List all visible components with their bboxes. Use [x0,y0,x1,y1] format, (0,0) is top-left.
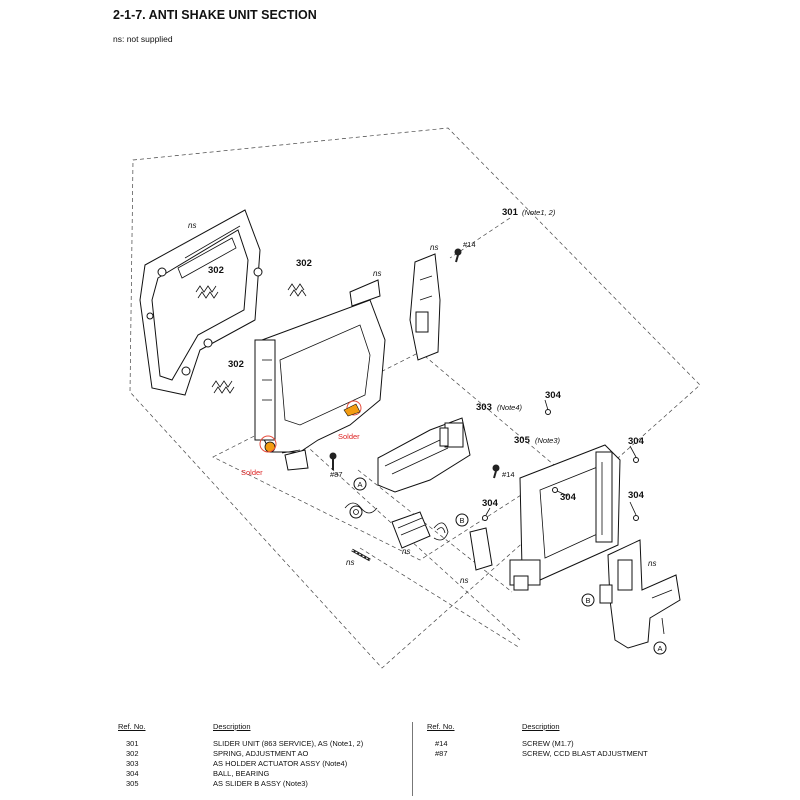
ns-label-back-frame: ns [188,221,196,230]
ns-label-pin: ns [346,558,354,567]
section-title: 2-1-7. ANTI SHAKE UNIT SECTION [113,8,317,22]
slider-b-305-part [509,444,621,591]
callout-302-b: 302 [296,258,312,269]
ball-bearing-304-left [482,515,488,521]
svg-text:B: B [585,596,590,605]
callout-302-c: 302 [228,359,244,370]
description-header: Description [522,722,560,731]
callout-301-note: (Note1, 2) [522,208,556,217]
screw-14-mid [492,464,500,479]
bottom-bracket-part [599,539,681,649]
callout-304-a: 304 [545,390,562,401]
callout-305: 305 [514,435,531,446]
ref-no-header: Ref. No. [118,722,146,731]
table-divider [412,722,413,796]
ball-bearing-304-top [545,409,551,415]
coil-part [344,502,378,519]
callout-304-d: 304 [628,490,645,501]
marker-a-top [353,477,367,491]
callout-304-e: 304 [482,498,499,509]
solder-label-lower: Solder [241,468,263,477]
callout-14-mid: #14 [502,470,515,479]
callout-301: 301 [502,207,519,218]
exploded-diagram: A B B A 301 (Note1, 2) 302 302 302 303 (… [129,127,701,669]
callout-303: 303 [476,402,492,413]
ns-label-center-frame: ns [373,269,381,278]
holder-actuator-303-part [377,417,471,493]
marker-b-left [455,513,469,527]
callout-305-note: (Note3) [535,436,561,445]
ns-label-bottom-bracket: ns [648,559,656,568]
solder-label-upper: Solder [338,432,360,441]
callout-303-note: (Note4) [497,403,523,412]
right-bracket-part [409,253,441,361]
magnet-part [391,511,431,549]
ball-bearing-304-right-top [633,457,639,463]
callout-14-top: #14 [463,240,476,249]
spring-302-top-left [195,285,219,299]
spring-clip-part [433,522,449,541]
small-bracket-part [469,527,493,571]
svg-text:B: B [459,516,464,525]
pin-part [351,548,371,562]
description-header: Description [213,722,251,731]
ns-label-right-bracket: ns [430,243,438,252]
callout-302-a: 302 [208,265,224,276]
ns-legend-note: ns: not supplied [113,34,173,44]
spring-302-lower [211,380,235,394]
callout-304-c: 304 [560,492,577,503]
ns-label-small-bracket: ns [460,576,468,585]
marker-a-bottom [653,641,667,655]
svg-text:A: A [657,644,662,653]
ref-no-header: Ref. No. [427,722,455,731]
svg-text:A: A [357,480,362,489]
screw-14-top [454,248,462,263]
back-frame-part [139,209,263,396]
ball-bearing-304-right-low [633,515,639,521]
callout-304-b: 304 [628,436,645,447]
ball-bearing-304-centre [552,487,558,493]
spring-302-top-right [287,283,307,297]
screw-87 [329,452,337,470]
marker-b-right [581,593,595,607]
ns-label-magnet: ns [402,547,410,556]
center-frame-part [254,279,386,471]
callout-87: #87 [330,470,343,479]
